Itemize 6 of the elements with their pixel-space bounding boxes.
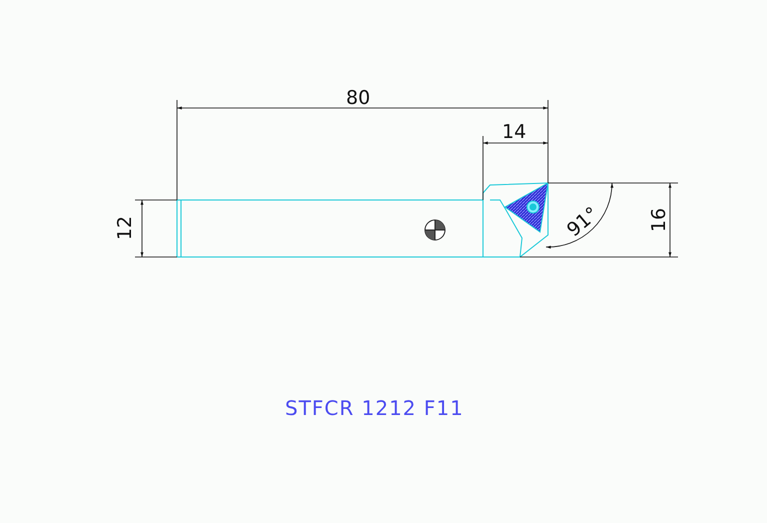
- caption: STFCR 1212 F11: [285, 398, 464, 418]
- dimension-label: 80: [346, 88, 370, 108]
- dimension-label: 12: [115, 216, 136, 240]
- angle-label: 91°: [564, 204, 602, 240]
- dimension-label: 14: [502, 122, 526, 142]
- dimension-label: 16: [649, 208, 670, 232]
